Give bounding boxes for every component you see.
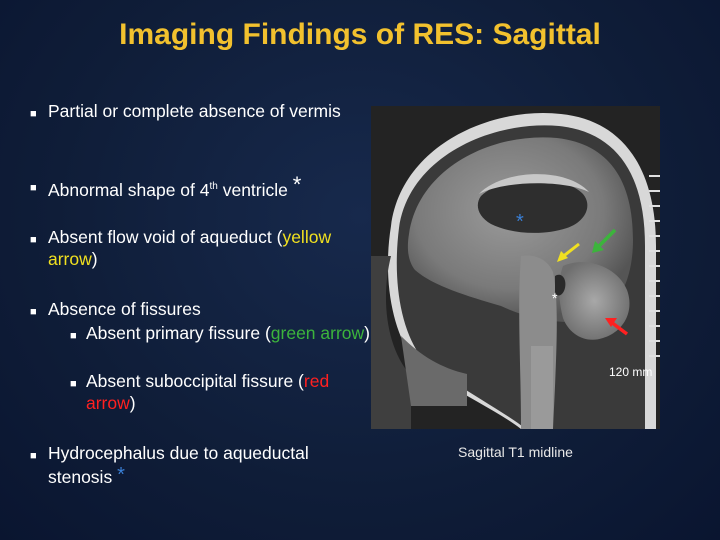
bullet-fissures: ■ Absence of fissures <box>30 298 360 320</box>
bullet-vermis: ■ Partial or complete absence of vermis <box>30 100 360 122</box>
scale-ruler <box>649 175 660 357</box>
mri-illustration: * * 120 mm <box>371 106 660 430</box>
green-arrow-label: green arrow <box>270 323 365 343</box>
yellow-arrow-label: yellow arrow <box>48 227 332 269</box>
square-bullet-icon: ■ <box>30 108 37 120</box>
square-bullet-icon: ■ <box>30 306 37 318</box>
yellow-arrow <box>557 242 580 262</box>
white-asterisk: * <box>292 172 302 197</box>
mri-sagittal-image: * * 120 mm <box>371 106 660 430</box>
square-bullet-icon: ■ <box>30 450 37 462</box>
red-arrow-label: red arrow <box>86 371 330 413</box>
image-caption: Sagittal T1 midline <box>458 444 573 460</box>
slide-title: Imaging Findings of RES: Sagittal <box>119 18 601 51</box>
square-bullet-icon: ■ <box>70 378 77 390</box>
blue-asterisk-marker: * <box>516 211 524 233</box>
bullet-aqueduct: ■ Absent flow void of aqueduct (yellow a… <box>30 227 332 269</box>
bullet-hydrocephalus: ■ Hydrocephalus due to aqueductal stenos… <box>30 443 309 487</box>
blue-asterisk: * <box>117 464 125 486</box>
square-bullet-icon: ■ <box>70 330 77 342</box>
white-asterisk-marker: * <box>552 290 558 306</box>
scale-label: 120 mm <box>609 365 652 379</box>
sub-bullet-primary-fissure: ■ Absent primary fissure (green arrow) <box>70 322 370 344</box>
sub-bullet-suboccipital-fissure: ■ Absent suboccipital fissure (red arrow… <box>70 371 330 413</box>
square-bullet-icon: ■ <box>30 234 37 246</box>
square-bullet-icon: ■ <box>30 182 37 194</box>
bullet-fourth-ventricle: ■ Abnormal shape of 4th ventricle * <box>30 172 302 201</box>
green-arrow <box>592 228 617 253</box>
bullet-text: Partial or complete absence of vermis <box>48 101 341 121</box>
red-arrow <box>605 318 629 336</box>
